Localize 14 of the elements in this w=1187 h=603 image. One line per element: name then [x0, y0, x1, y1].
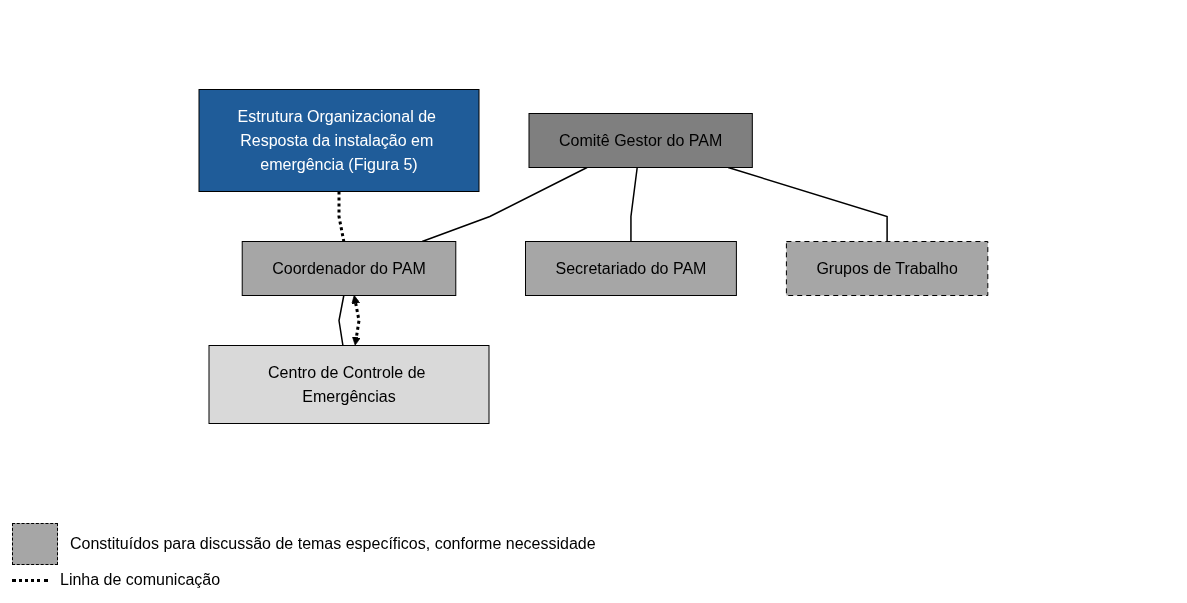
arrow [351, 295, 361, 346]
node-box: Comitê Gestor do PAM [528, 113, 753, 168]
connector [338, 294, 345, 347]
connector [421, 166, 588, 243]
node-box: Coordenador do PAM [241, 241, 457, 296]
connector [630, 166, 639, 243]
connector [337, 191, 346, 242]
node-box: Estrutura Organizacional de Resposta da instalação em emergência (Figura 5) [198, 89, 480, 192]
node-box: Centro de Controle de Emergências [208, 345, 490, 424]
node-box: Secretariado do PAM [525, 241, 737, 296]
legend-text: Constituídos para discussão de temas específicos, conforme necessidade [70, 535, 596, 553]
node-box: Grupos de Trabalho [786, 241, 989, 296]
connector [727, 166, 888, 243]
legend-text: Linha de comunicação [60, 571, 221, 589]
